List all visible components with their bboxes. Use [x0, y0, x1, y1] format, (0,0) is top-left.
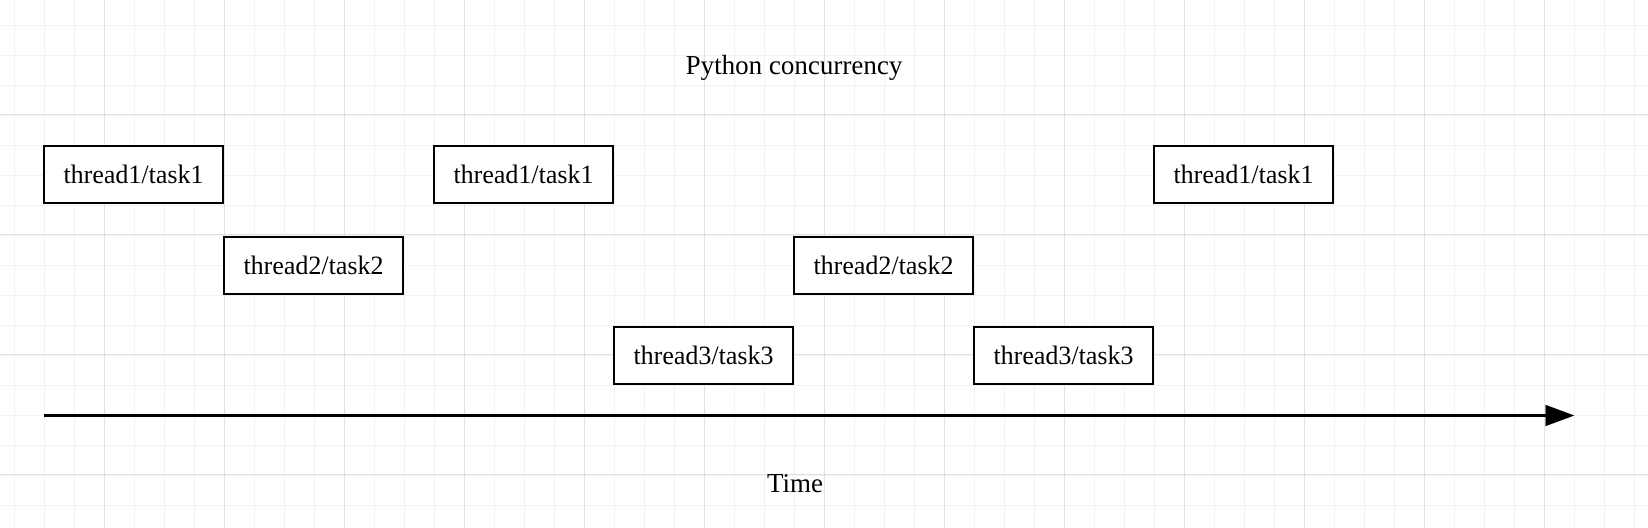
task-box-thread1-task1-c[interactable]: thread1/task1	[1153, 145, 1334, 204]
task-box-label: thread1/task1	[1173, 159, 1314, 189]
task-box-thread3-task3-b[interactable]: thread3/task3	[973, 326, 1154, 385]
task-box-thread1-task1-a[interactable]: thread1/task1	[43, 145, 224, 204]
task-box-thread3-task3-a[interactable]: thread3/task3	[613, 326, 794, 385]
task-box-label: thread1/task1	[63, 159, 204, 189]
task-box-thread2-task2-b[interactable]: thread2/task2	[793, 236, 974, 295]
task-box-label: thread3/task3	[633, 340, 774, 370]
axis-arrowhead-icon	[1545, 404, 1575, 427]
task-box-label: thread3/task3	[993, 340, 1134, 370]
task-box-thread1-task1-b[interactable]: thread1/task1	[433, 145, 614, 204]
time-axis-label[interactable]: Time	[766, 468, 824, 498]
task-box-label: thread2/task2	[813, 250, 954, 280]
task-box-thread2-task2-a[interactable]: thread2/task2	[223, 236, 404, 295]
diagram-title[interactable]: Python concurrency	[685, 50, 903, 80]
task-box-label: thread2/task2	[243, 250, 384, 280]
task-box-label: thread1/task1	[453, 159, 594, 189]
